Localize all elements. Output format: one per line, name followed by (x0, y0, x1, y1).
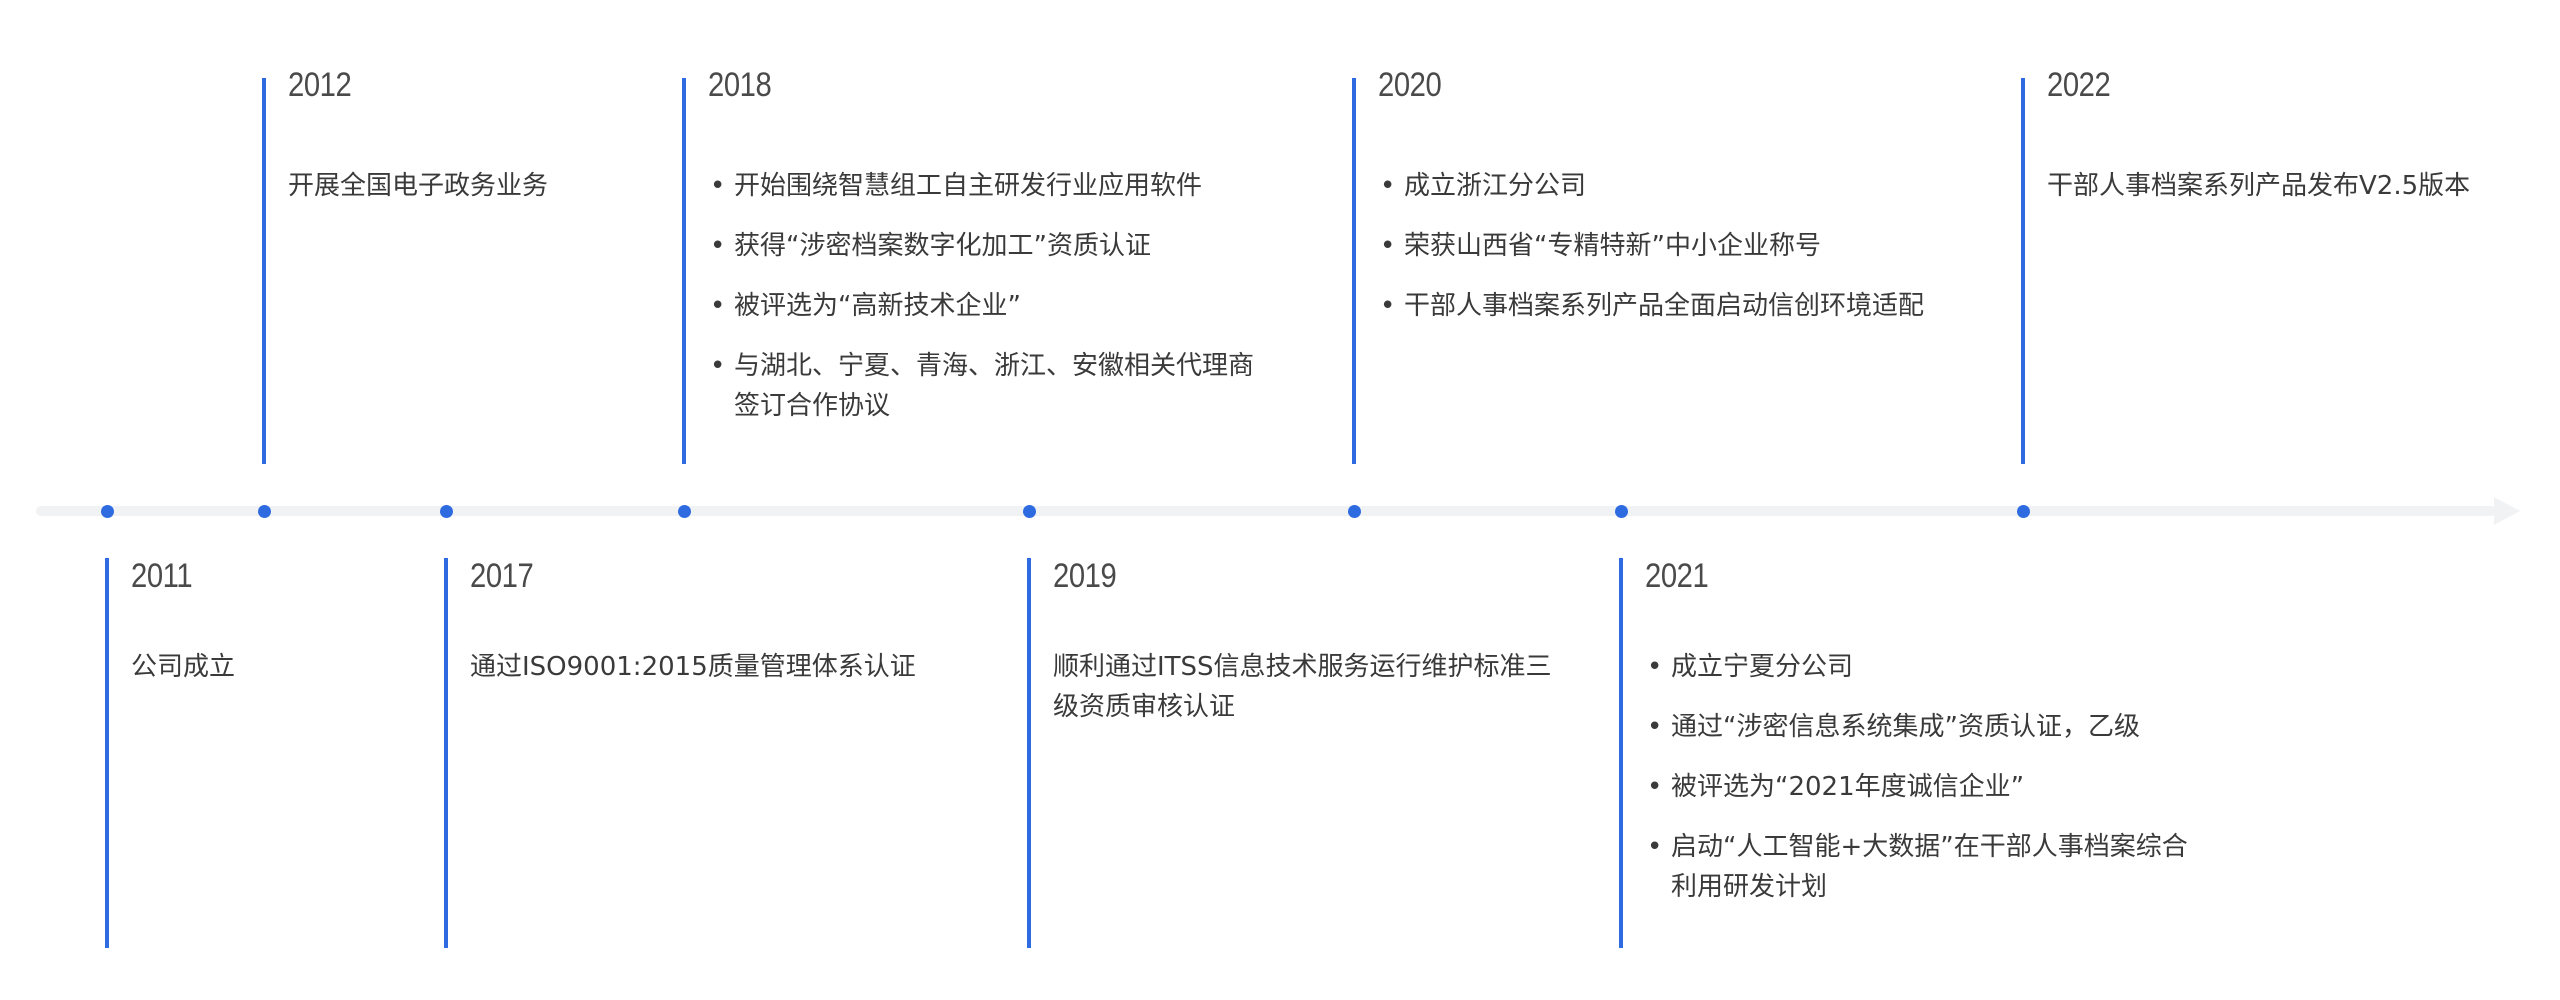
timeline-arrow-icon (2494, 497, 2520, 525)
event-description-item: 公司成立 (131, 652, 236, 682)
timeline-connector-2017 (444, 558, 448, 948)
event-description-list: 成立浙江分公司荣获山西省“专精特新”中小企业称号干部人事档案系列产品全面启动信创… (1378, 166, 1938, 346)
timeline-event-2022: 2022 干部人事档案系列产品发布V2.5版本 (2047, 66, 2537, 446)
timeline-connector-2020 (1352, 78, 1356, 464)
event-description-item: 成立浙江分公司 (1378, 166, 1938, 206)
timeline-connector-2012 (262, 78, 266, 464)
timeline-connector-2011 (105, 558, 109, 948)
event-description-item: 被评选为“高新技术企业” (708, 286, 1268, 326)
timeline-dot-2011 (101, 505, 114, 518)
event-year: 2011 (131, 557, 193, 595)
event-description-item: 成立宁夏分公司 (1645, 647, 2205, 687)
timeline-dot-2018 (678, 505, 691, 518)
event-description-list: 通过ISO9001:2015质量管理体系认证 (470, 647, 1010, 707)
timeline-dot-2022 (2017, 505, 2030, 518)
timeline-dot-2021 (1615, 505, 1628, 518)
event-description-list: 成立宁夏分公司通过“涉密信息系统集成”资质认证，乙级被评选为“2021年度诚信企… (1645, 647, 2205, 927)
event-year: 2020 (1378, 66, 1442, 104)
event-year: 2018 (708, 66, 772, 104)
event-year: 2017 (470, 557, 534, 595)
timeline-dot-2019 (1023, 505, 1036, 518)
event-year: 2022 (2047, 66, 2111, 104)
event-description-item: 荣获山西省“专精特新”中小企业称号 (1378, 226, 1938, 266)
timeline-event-2020: 2020 成立浙江分公司荣获山西省“专精特新”中小企业称号干部人事档案系列产品全面… (1378, 66, 1938, 446)
timeline-event-2017: 2017 通过ISO9001:2015质量管理体系认证 (470, 557, 1010, 937)
event-year: 2021 (1645, 557, 1709, 595)
event-description-item: 顺利通过ITSS信息技术服务运行维护标准三级资质审核认证 (1053, 652, 1552, 722)
timeline-connector-2021 (1619, 558, 1623, 948)
timeline-connector-2022 (2021, 78, 2025, 464)
timeline-dot-2020 (1348, 505, 1361, 518)
event-description-item: 开展全国电子政务业务 (288, 171, 549, 201)
event-description-item: 被评选为“2021年度诚信企业” (1645, 767, 2205, 807)
event-description-item: 获得“涉密档案数字化加工”资质认证 (708, 226, 1268, 266)
timeline-connector-2018 (682, 78, 686, 464)
event-description-list: 开展全国电子政务业务 (288, 166, 668, 226)
event-description-item: 干部人事档案系列产品全面启动信创环境适配 (1378, 286, 1938, 326)
event-year: 2019 (1053, 557, 1117, 595)
event-description-item: 开始围绕智慧组工自主研发行业应用软件 (708, 166, 1268, 206)
event-description-item: 干部人事档案系列产品发布V2.5版本 (2047, 171, 2471, 201)
event-description-item: 与湖北、宁夏、青海、浙江、安徽相关代理商签订合作协议 (708, 346, 1268, 426)
timeline-axis (36, 506, 2496, 516)
event-description-item: 通过“涉密信息系统集成”资质认证，乙级 (1645, 707, 2205, 747)
timeline-event-2019: 2019 顺利通过ITSS信息技术服务运行维护标准三级资质审核认证 (1053, 557, 1553, 937)
timeline-event-2021: 2021 成立宁夏分公司通过“涉密信息系统集成”资质认证，乙级被评选为“2021年… (1645, 557, 2205, 937)
event-description-item: 通过ISO9001:2015质量管理体系认证 (470, 652, 916, 682)
timeline-event-2011: 2011 公司成立 (131, 557, 381, 937)
event-description-list: 开始围绕智慧组工自主研发行业应用软件获得“涉密档案数字化加工”资质认证被评选为“… (708, 166, 1268, 446)
event-description-list: 干部人事档案系列产品发布V2.5版本 (2047, 166, 2537, 226)
timeline-connector-2019 (1027, 558, 1031, 948)
event-description-item: 启动“人工智能+大数据”在干部人事档案综合利用研发计划 (1645, 827, 2205, 907)
event-description-list: 顺利通过ITSS信息技术服务运行维护标准三级资质审核认证 (1053, 647, 1553, 747)
event-description-list: 公司成立 (131, 647, 381, 707)
timeline-event-2018: 2018 开始围绕智慧组工自主研发行业应用软件获得“涉密档案数字化加工”资质认证被… (708, 66, 1268, 446)
timeline-dot-2017 (440, 505, 453, 518)
timeline-dot-2012 (258, 505, 271, 518)
timeline-event-2012: 2012 开展全国电子政务业务 (288, 66, 668, 446)
event-year: 2012 (288, 66, 352, 104)
